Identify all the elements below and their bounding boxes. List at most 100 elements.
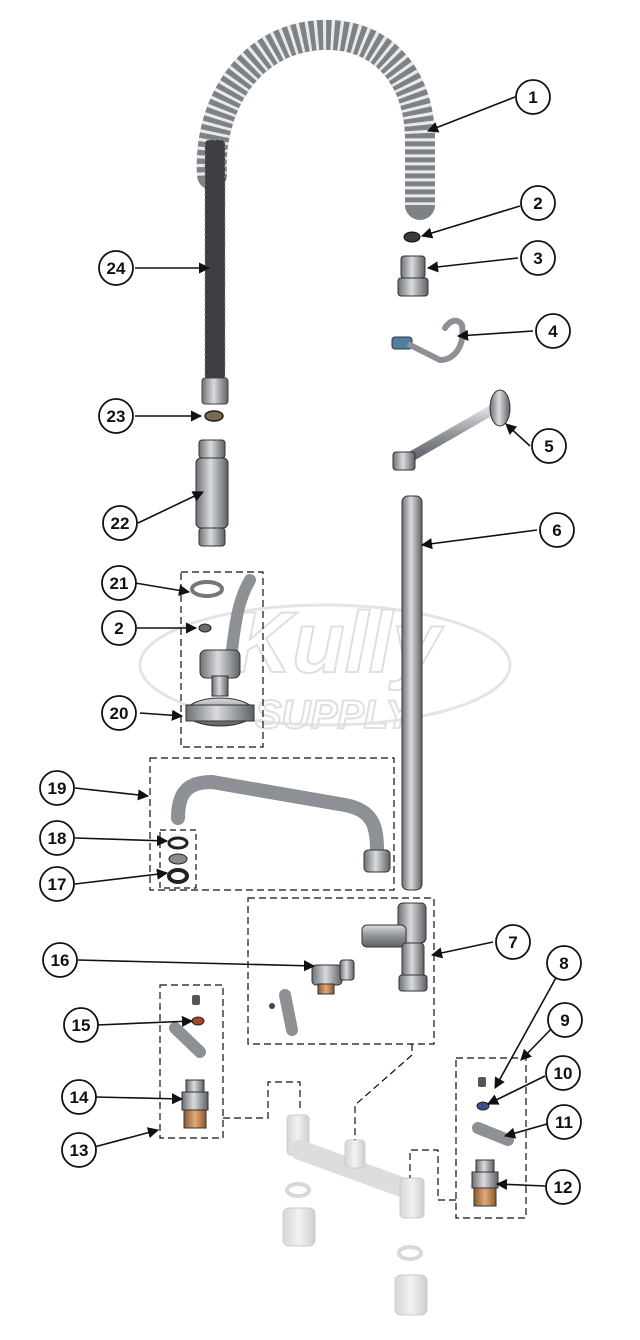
callout-c13: 13 [61, 1132, 97, 1168]
callout-label: 23 [107, 407, 126, 426]
callout-label: 10 [554, 1064, 573, 1083]
callout-circle [39, 820, 75, 856]
callout-circle [61, 1132, 97, 1168]
o-ring-18 [167, 836, 189, 850]
callout-label: 12 [554, 1178, 573, 1197]
callout-c4: 4 [535, 313, 571, 349]
lever-handle-15 [169, 1022, 206, 1058]
callout-c3: 3 [520, 240, 556, 276]
spout-group-box [149, 757, 395, 891]
callout-circle [101, 695, 137, 731]
washer-17a [168, 853, 188, 865]
callout-circle [61, 1079, 97, 1115]
washer-17 [167, 868, 189, 884]
callout-label: 20 [110, 704, 129, 723]
callout-label: 6 [552, 521, 561, 540]
callout-circle [101, 610, 137, 646]
callout-label: 24 [107, 259, 126, 278]
callout-c24: 24 [98, 250, 134, 286]
tee-group-box [247, 897, 435, 1045]
callout-label: 1 [528, 88, 537, 107]
check-valve-16 [311, 959, 355, 995]
callout-circle [545, 1169, 581, 1205]
cartridge-12 [471, 1159, 499, 1207]
spring-part [196, 19, 435, 220]
callout-circle [515, 79, 551, 115]
callout-label: 18 [48, 829, 67, 848]
spray-handle-part [195, 439, 229, 547]
index-button-10 [476, 1101, 490, 1111]
adapter-3 [397, 255, 429, 297]
callout-circle [535, 313, 571, 349]
leader-lines [74, 96, 558, 1191]
riser-pipe-6 [401, 495, 423, 891]
callout-label: 2 [114, 619, 123, 638]
callout-c12: 12 [545, 1169, 581, 1205]
callout-label: 8 [559, 954, 568, 973]
callout-label: 14 [70, 1088, 89, 1107]
connector-dashes [223, 1044, 456, 1201]
callout-circle [98, 398, 134, 434]
callout-label: 19 [48, 779, 67, 798]
o-ring-21 [190, 580, 224, 598]
callout-circle [63, 1007, 99, 1043]
callout-c2a: 2 [520, 185, 556, 221]
callout-c11: 11 [546, 1104, 582, 1140]
wall-hook-4 [391, 317, 466, 364]
callout-c1: 1 [515, 79, 551, 115]
callout-label: 11 [555, 1113, 573, 1132]
wall-bracket-5 [392, 389, 511, 471]
callout-c22: 22 [102, 505, 138, 541]
callout-c23: 23 [98, 398, 134, 434]
callout-label: 7 [508, 933, 517, 952]
spray-valve-group-box [180, 571, 264, 748]
callout-circle [546, 1104, 582, 1140]
callout-circle [102, 505, 138, 541]
callout-circle [546, 945, 582, 981]
callout-c9: 9 [547, 1002, 583, 1038]
callout-c6: 6 [539, 512, 575, 548]
watermark-sub: SUPPLY [255, 693, 415, 737]
lever-handle-11 [472, 1122, 514, 1146]
callout-label: 22 [111, 514, 130, 533]
callout-c20: 20 [101, 695, 137, 731]
spout-ring-box [159, 829, 197, 889]
callout-c10: 10 [545, 1055, 581, 1091]
washer-2b [198, 623, 212, 633]
index-button-15 [191, 1016, 205, 1026]
callout-c18: 18 [39, 820, 75, 856]
callout-label: 17 [48, 875, 67, 894]
callout-circle [520, 240, 556, 276]
callout-circle [547, 1002, 583, 1038]
callout-circle [42, 942, 78, 978]
callout-circle [495, 924, 531, 960]
callout-c16: 16 [42, 942, 78, 978]
spray-valve-part [185, 574, 256, 727]
spout-part [171, 774, 391, 873]
callout-label: 16 [51, 951, 70, 970]
callout-c8: 8 [546, 945, 582, 981]
callout-circle [531, 428, 567, 464]
callout-c2b: 2 [101, 610, 137, 646]
callout-circle [101, 565, 137, 601]
callout-circle [545, 1055, 581, 1091]
callout-c21: 21 [101, 565, 137, 601]
callout-label: 3 [533, 249, 542, 268]
callout-label: 13 [70, 1141, 89, 1160]
callout-label: 5 [544, 437, 553, 456]
cartridge-14 [181, 1079, 209, 1129]
callout-label: 21 [110, 574, 129, 593]
callout-c15: 15 [63, 1007, 99, 1043]
callout-c19: 19 [39, 770, 75, 806]
callout-label: 2 [533, 194, 542, 213]
callout-c17: 17 [39, 866, 75, 902]
callout-circle [39, 770, 75, 806]
callout-c5: 5 [531, 428, 567, 464]
right-valve-group-box [455, 1057, 527, 1219]
screw-8 [478, 1077, 486, 1087]
callout-c14: 14 [61, 1079, 97, 1115]
base-body-ghost [282, 1114, 428, 1316]
callout-c7: 7 [495, 924, 531, 960]
left-valve-group-box [159, 984, 224, 1139]
